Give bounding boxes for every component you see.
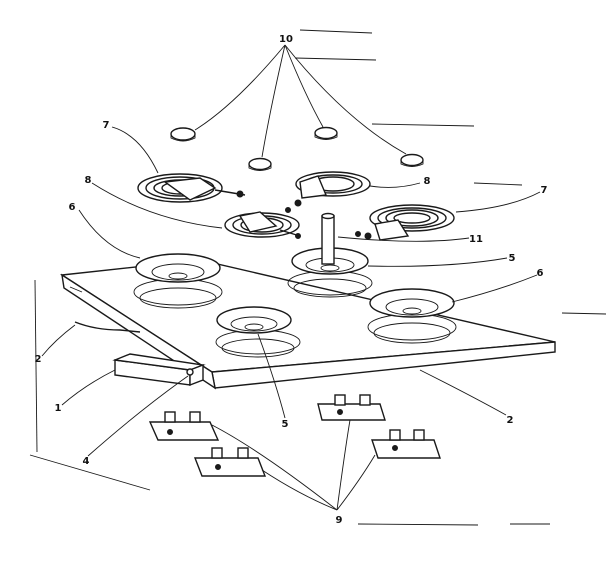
- cap-4: [400, 153, 424, 167]
- mounting-screw: [186, 368, 194, 376]
- callout-labels: 10 7 8 8 6 7 11 5 6 2 1 4 5 2 9: [35, 34, 548, 526]
- surface-element-right-front: [355, 204, 455, 241]
- callout-8-right: 8: [424, 176, 431, 187]
- callout-2-left: 2: [35, 354, 42, 365]
- wire-lead: [74, 321, 141, 333]
- drip-pan-left-front: [215, 306, 301, 358]
- callout-4: 4: [83, 456, 90, 467]
- callout-9: 9: [336, 515, 343, 526]
- surface-element-right-rear: [285, 171, 371, 213]
- callout-6-right: 6: [537, 268, 544, 279]
- callout-11: 11: [469, 234, 483, 245]
- drip-pan-left-rear: [133, 253, 223, 309]
- callout-6-left: 6: [69, 202, 76, 213]
- burner-sensor-post: [321, 212, 335, 265]
- cap-3: [314, 126, 338, 140]
- callout-1: 1: [55, 403, 62, 414]
- cap-1: [170, 127, 196, 142]
- switch-2: [317, 394, 386, 421]
- switch-3: [193, 447, 267, 477]
- callout-7-right: 7: [541, 185, 548, 196]
- callout-7-left: 7: [103, 120, 110, 131]
- switch-4: [371, 429, 441, 459]
- callout-10: 10: [279, 34, 293, 45]
- leader-lines: [41, 44, 541, 511]
- callout-5-right: 5: [509, 253, 516, 264]
- scan-edge-lines: [29, 29, 607, 526]
- callout-5-front: 5: [282, 419, 289, 430]
- drip-pan-right-front: [367, 288, 457, 344]
- surface-element-left-rear: [137, 173, 246, 203]
- callout-8-left: 8: [85, 175, 92, 186]
- cap-2: [248, 157, 272, 171]
- callout-2-right: 2: [507, 415, 514, 426]
- switch-1: [148, 411, 220, 441]
- surface-element-left-front: [224, 211, 301, 239]
